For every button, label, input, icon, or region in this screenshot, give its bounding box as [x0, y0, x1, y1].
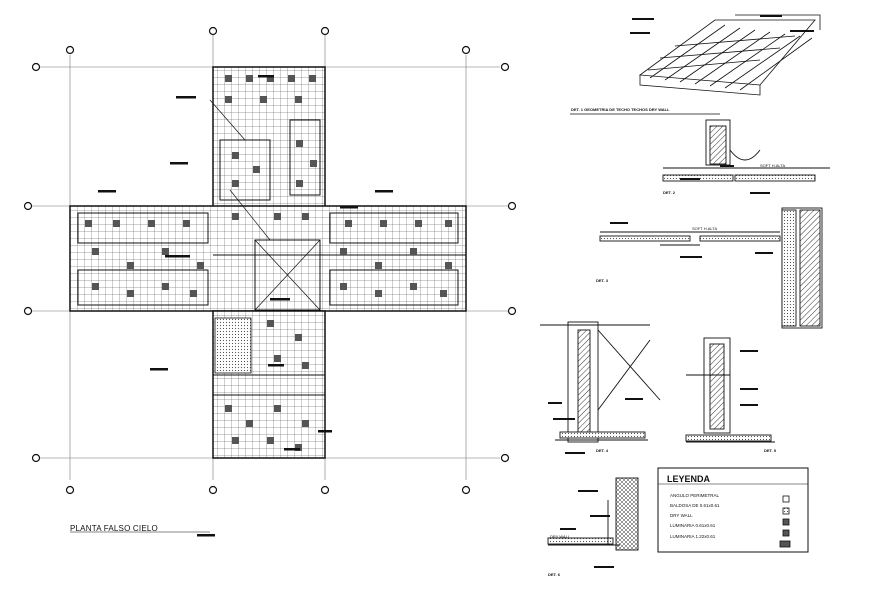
detail-2-section [662, 119, 830, 182]
legend-item-label: LUMINARIA 0.61x0.61 [670, 523, 716, 528]
detail-5-label: DET. 5 [764, 448, 777, 453]
detail-1-tags [630, 15, 814, 34]
grid-bubbles [23, 26, 517, 495]
detail-1-label: DET. 1 GEOMETRIA DE TECHO TECHOS DRY WAL… [571, 107, 670, 112]
annotation-dry-wall: DRY WALL [550, 534, 571, 539]
plan-title: PLANTA FALSO CIELO [70, 524, 158, 533]
plan-tags [98, 75, 393, 537]
detail-2-label: DET. 2 [663, 190, 676, 195]
detail-6-label: DET. 6 [548, 572, 561, 577]
detail-3-label: DET. 3 [596, 278, 609, 283]
detail-5-section [685, 337, 775, 443]
legend-item-label: BALDOSA DE 0.61x0.61 [670, 503, 720, 508]
legend-title: LEYENDA [667, 474, 711, 484]
legend-item-label: LUMINARIA 1.22x0.61 [670, 534, 716, 539]
detail-4-label: DET. 4 [596, 448, 609, 453]
detail-6-section [547, 477, 639, 551]
annotation-soft-3: SOFT H.ALTA [692, 226, 718, 231]
detail-3-section [599, 207, 823, 329]
legend-item-label: ANGULO PERIMETRAL [670, 493, 720, 498]
detail-4-section [540, 321, 661, 443]
detail-1-isometric [638, 14, 821, 96]
ceiling-plan [69, 66, 467, 459]
annotation-soft-2: SOFT H.ALTA [760, 163, 786, 168]
legend-item-label: DRY WALL [670, 513, 693, 518]
legend-symbols [779, 495, 791, 548]
